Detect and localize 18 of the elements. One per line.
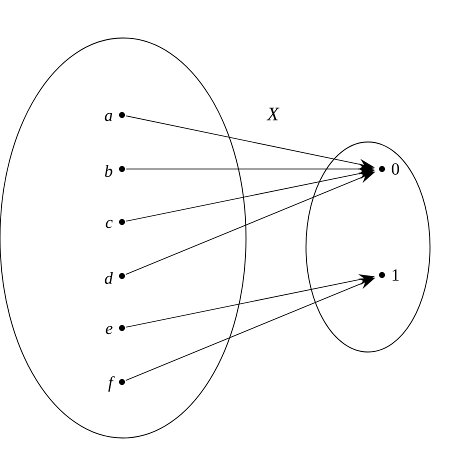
node-label: b: [104, 165, 112, 177]
set-ellipse: [306, 142, 430, 352]
point: f: [108, 376, 125, 392]
point: c: [106, 219, 125, 228]
node-label: 0: [392, 163, 400, 175]
point: e: [106, 325, 125, 334]
node-label: e: [106, 326, 112, 334]
node-label: a: [104, 112, 112, 122]
point: d: [104, 272, 125, 284]
point: a: [104, 112, 125, 122]
node-label: d: [104, 272, 113, 284]
function-label: X: [266, 108, 280, 120]
point: 0: [379, 163, 400, 175]
node-label: f: [108, 376, 115, 392]
node-label: c: [106, 220, 113, 228]
point: b: [104, 165, 125, 177]
node-label: 1: [392, 269, 399, 281]
point: 1: [379, 269, 399, 281]
